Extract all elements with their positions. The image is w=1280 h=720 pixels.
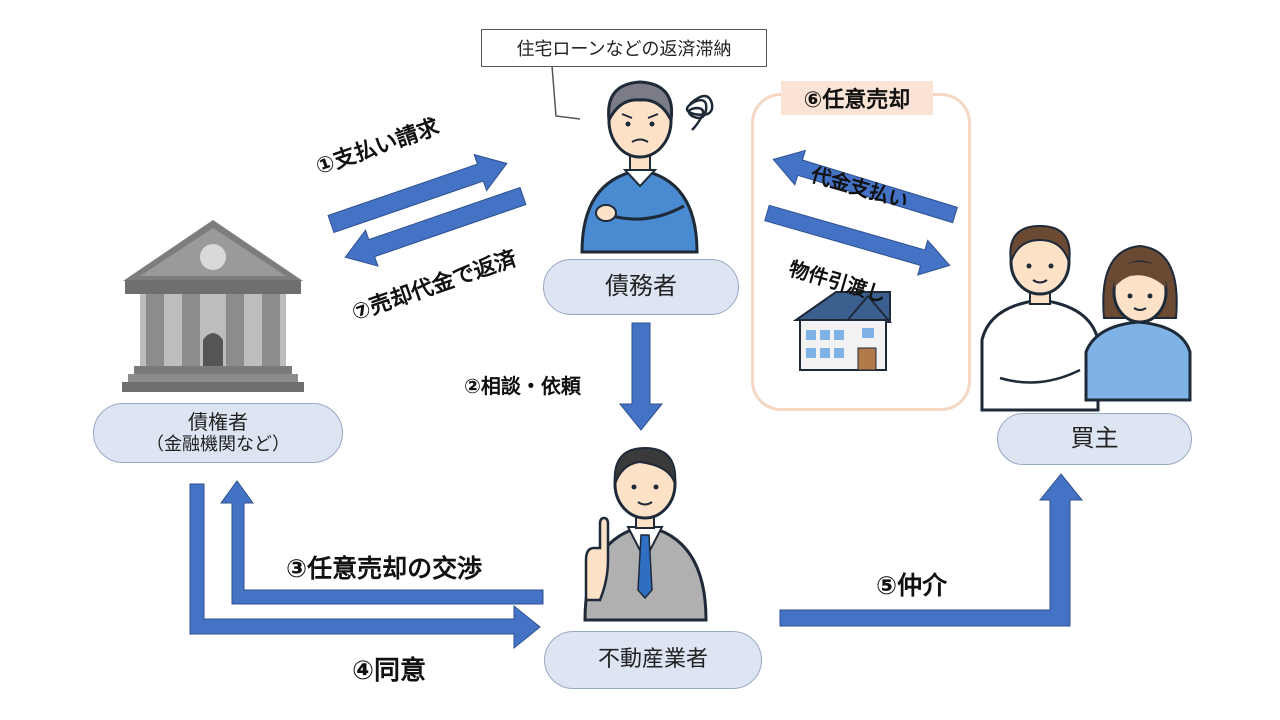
arrow-consultation	[618, 322, 664, 431]
buyer-couple-icon	[980, 224, 1192, 412]
arrow-consent	[189, 483, 541, 650]
arrow-negotiation	[220, 480, 544, 605]
step-3-label: ③任意売却の交渉	[286, 554, 483, 583]
debtor-label: 債務者	[605, 272, 677, 301]
buyer-label: 買主	[1070, 424, 1119, 453]
bank-building-icon	[122, 220, 304, 392]
creditor-sublabel: （金融機関など）	[146, 433, 290, 455]
callout-pointer	[551, 65, 581, 120]
debtor-node: 債務者	[543, 259, 739, 315]
arrow-payment-request	[327, 153, 508, 234]
realtor-node: 不動産業者	[544, 631, 762, 689]
step-2-label: ②相談・依頼	[464, 374, 581, 398]
step-6-label: ⑥任意売却	[781, 81, 933, 115]
step-4-label: ④同意	[352, 656, 427, 686]
buyer-node: 買主	[997, 413, 1192, 465]
voluntary-sale-frame	[751, 93, 971, 411]
arrow-handover	[764, 204, 951, 276]
realtor-person-icon	[583, 446, 708, 622]
debtor-person-icon	[580, 80, 714, 254]
arrow-brokerage	[779, 473, 1084, 627]
creditor-label: 債権者	[188, 409, 248, 434]
creditor-node: 債権者 （金融機関など）	[93, 403, 343, 463]
house-icon	[792, 291, 893, 371]
realtor-label: 不動産業者	[597, 647, 708, 673]
arrow-payment	[772, 149, 958, 224]
arrow-repayment	[344, 186, 527, 267]
arrears-callout-text: 住宅ローンなどの返済滞納	[516, 39, 732, 60]
step-5-label: ⑤仲介	[876, 571, 948, 600]
arrears-callout: 住宅ローンなどの返済滞納	[481, 29, 767, 67]
